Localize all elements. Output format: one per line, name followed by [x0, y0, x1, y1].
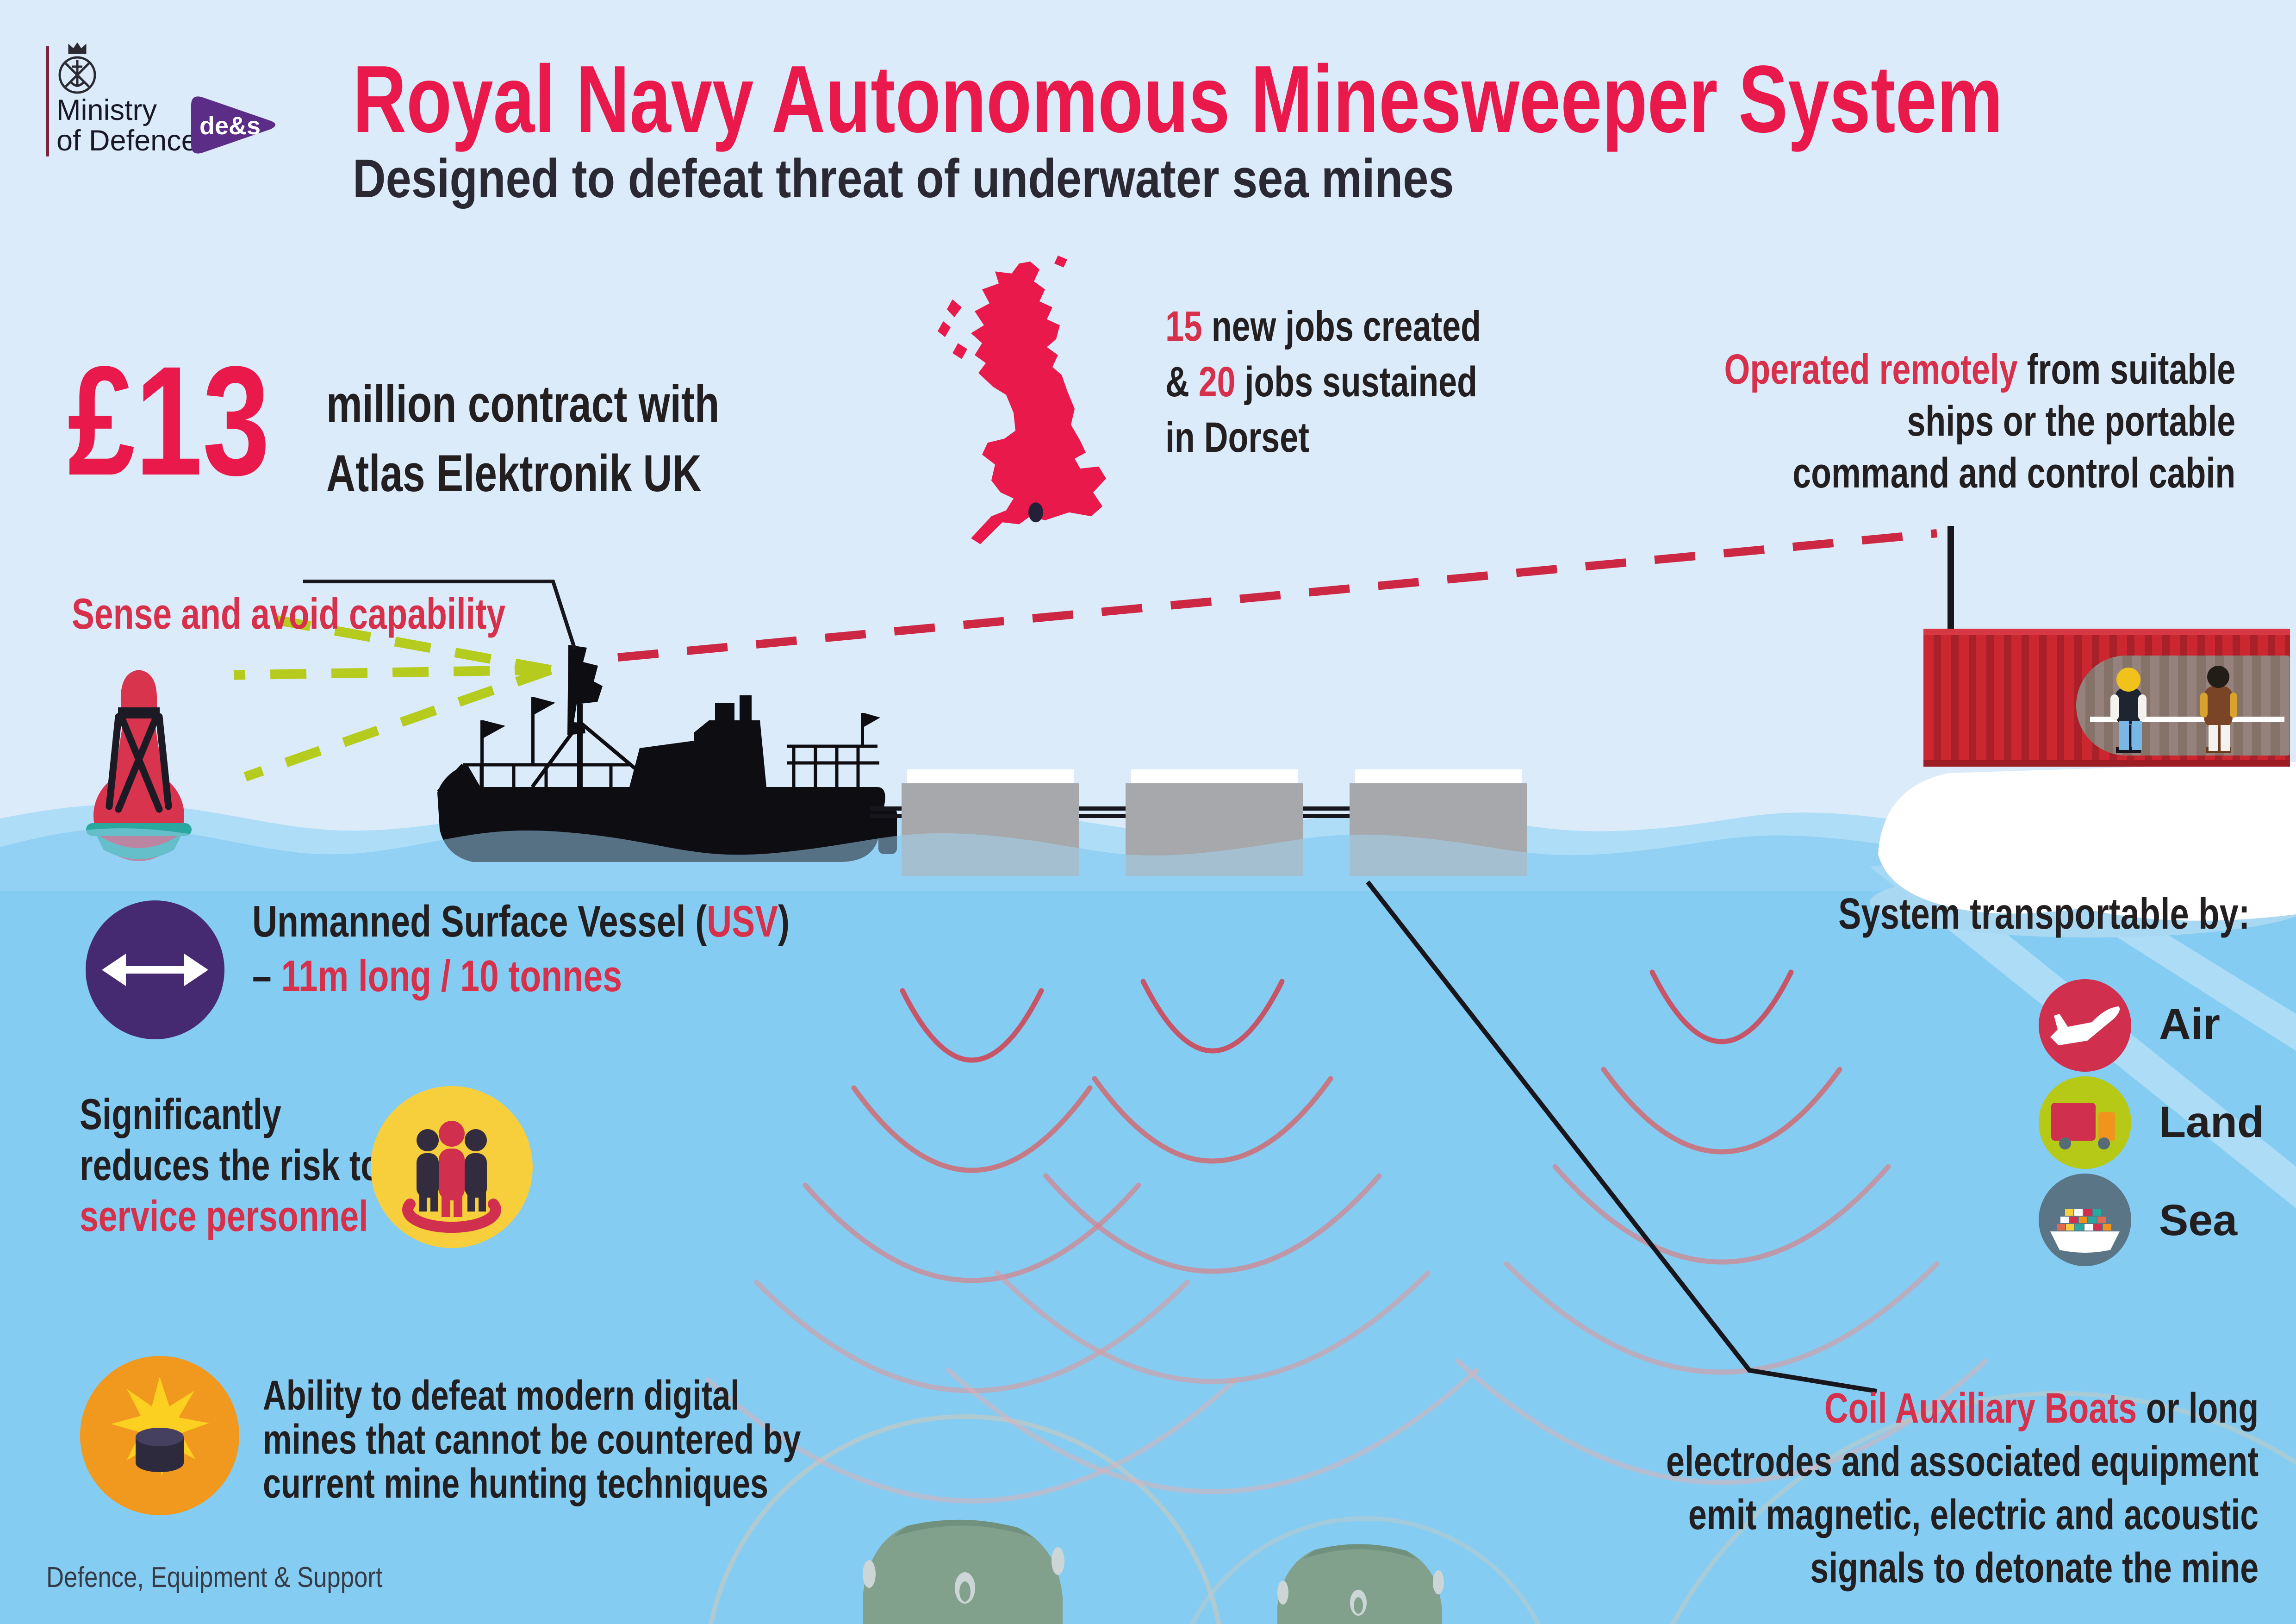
- contract-line1: million contract with: [326, 375, 720, 433]
- personnel-line1: Significantly: [80, 1090, 281, 1138]
- jobs-count-new: 15: [1165, 303, 1202, 350]
- mod-logo-line2: of Defence: [56, 125, 198, 157]
- uk-map: [938, 256, 1106, 544]
- transport-heading: System transportable by:: [1838, 889, 2250, 938]
- des-logo: de&s: [191, 96, 275, 154]
- mod-logo-divider: [46, 46, 49, 156]
- mod-crest-icon: [58, 43, 96, 94]
- sense-label: Sense and avoid capability: [72, 589, 506, 638]
- page-title: Royal Navy Autonomous Minesweeper System: [353, 46, 2003, 152]
- usv-line2: – 11m long / 10 tonnes: [252, 951, 622, 1001]
- contract-text: million contract with Atlas Elektronik U…: [326, 369, 719, 508]
- jobs-line2: & 20 jobs sustained: [1165, 358, 1477, 406]
- coil-line4: signals to detonate the mine: [1810, 1544, 2259, 1592]
- coil-line3: emit magnetic, electric and acoustic: [1688, 1491, 2259, 1538]
- comms-dashed-line: [617, 529, 1937, 662]
- contract-amount: £13: [68, 334, 270, 508]
- transport-label-sea: Sea: [2159, 1196, 2238, 1245]
- digital-mines-line2: mines that cannot be countered by: [263, 1417, 801, 1463]
- coil-boat-illustration: [870, 769, 1527, 876]
- cabin-cutaway-interior: [2076, 656, 2290, 756]
- usv-boat-illustration: [437, 645, 897, 862]
- mod-logo-wordmark: Ministry of Defence: [56, 95, 198, 156]
- sea-mine-illustration: [1277, 1544, 1444, 1624]
- footer-credit: Defence, Equipment & Support: [46, 1562, 383, 1593]
- command-cabin-illustration: [1923, 629, 2290, 767]
- cabin-operators: [2090, 666, 2284, 753]
- jobs-line3: in Dorset: [1165, 414, 1310, 461]
- dorset-dot: [1028, 502, 1043, 523]
- remote-line2: ships or the portable: [1907, 398, 2235, 445]
- usv-length-badge: [86, 900, 224, 1039]
- remote-line1: Operated remotely from suitable: [1724, 346, 2235, 393]
- digital-mines-line1: Ability to defeat modern digital: [263, 1373, 740, 1419]
- des-arrow-icon: [191, 96, 275, 154]
- page-subtitle: Designed to defeat threat of underwater …: [353, 148, 1454, 209]
- personnel-text: Significantly reduces the risk to servic…: [80, 1089, 381, 1242]
- coil-text: Coil Auxiliary Boats or long electrodes …: [1666, 1382, 2259, 1595]
- jobs-count-sustained: 20: [1198, 358, 1236, 406]
- sense-beam-lines: [233, 614, 553, 781]
- sea-mine-illustration: [863, 1519, 1064, 1624]
- antenna-icon: [1948, 526, 1954, 631]
- mod-logo-line1: Ministry: [56, 94, 157, 126]
- coil-line1: Coil Auxiliary Boats or long: [1824, 1385, 2259, 1432]
- personnel-line2: reduces the risk to: [80, 1141, 381, 1189]
- digital-mines-text: Ability to defeat modern digital mines t…: [263, 1374, 801, 1506]
- remote-line3: command and control cabin: [1792, 450, 2235, 497]
- coil-callout-line: [1366, 880, 1877, 1393]
- digital-mines-line3: current mine hunting techniques: [263, 1461, 769, 1507]
- remote-text: Operated remotely from suitable ships or…: [1724, 344, 2235, 499]
- detection-ring: [1189, 1516, 1541, 1624]
- des-logo-label: de&s: [199, 112, 261, 140]
- mine-badge: [80, 1356, 239, 1515]
- transport-label-land: Land: [2159, 1098, 2264, 1147]
- personnel-badge: [371, 1086, 533, 1248]
- coil-line2: electrodes and associated equipment: [1666, 1438, 2259, 1485]
- contract-line2: Atlas Elektronik UK: [326, 444, 702, 502]
- jobs-line1: 15 new jobs created: [1165, 303, 1481, 350]
- buoy-illustration: [86, 670, 192, 861]
- personnel-line3: service personnel: [80, 1192, 368, 1240]
- usv-line1: Unmanned Surface Vessel (USV): [252, 897, 790, 946]
- jobs-text: 15 new jobs created & 20 jobs sustained …: [1165, 299, 1481, 465]
- transport-label-air: Air: [2159, 999, 2220, 1049]
- usv-text: Unmanned Surface Vessel (USV) – 11m long…: [252, 894, 790, 1004]
